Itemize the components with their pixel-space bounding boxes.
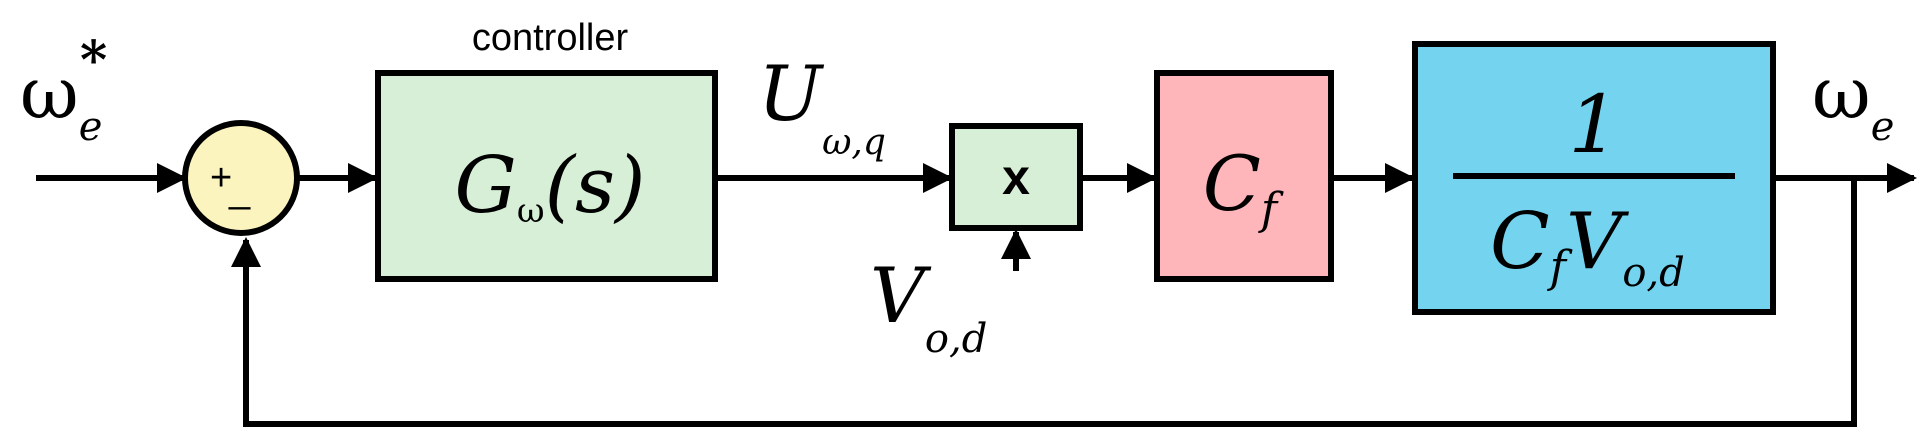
summing-junction-circle xyxy=(182,120,300,236)
voltage-input-subscript: o,d xyxy=(925,316,987,362)
controller-output-subscript: ω,q xyxy=(822,122,886,163)
controller-tf-subscript: ω xyxy=(517,191,545,231)
controller-tf-argument: (s) xyxy=(545,141,646,231)
multiplier-block: x xyxy=(949,123,1083,231)
voltage-input-base: V xyxy=(870,251,932,340)
summing-plus-sign: + xyxy=(210,157,232,199)
summing-minus-sign: _ xyxy=(228,169,251,211)
controller-block: controller Gω(s) xyxy=(375,17,718,282)
plant-block: 1 CfVo,d xyxy=(1412,41,1776,315)
output-signal-base: ω xyxy=(1812,51,1871,135)
input-signal-label: ωe xyxy=(20,51,102,150)
gain-box xyxy=(1154,70,1334,282)
plant-denominator: CfVo,d xyxy=(1490,197,1685,296)
input-signal-base: ω xyxy=(20,51,79,135)
gain-label: Cf xyxy=(1203,139,1284,235)
plant-den-c: C xyxy=(1490,197,1550,287)
controller-output-base: U xyxy=(758,49,825,138)
controller-output-label: Uω,q xyxy=(758,49,886,163)
plant-den-v-subscript: o,d xyxy=(1622,250,1684,296)
gain-block: Cf xyxy=(1154,70,1334,282)
output-signal-subscript: e xyxy=(1871,104,1895,150)
input-signal-subscript: e xyxy=(79,104,103,150)
voltage-input-label: Vo,d xyxy=(870,251,987,362)
summing-junction: + _ xyxy=(182,120,300,236)
feedback-path xyxy=(231,178,1857,427)
controller-tf-base: G xyxy=(455,141,517,231)
controller-transfer-function: Gω(s) xyxy=(455,141,646,231)
plant-numerator: 1 xyxy=(1569,78,1620,171)
multiplier-symbol: x xyxy=(1002,149,1030,205)
output-signal-label: ωe xyxy=(1812,51,1894,150)
plant-den-v: V xyxy=(1566,197,1629,287)
gain-base: C xyxy=(1203,139,1261,228)
multiplier-box xyxy=(949,123,1083,231)
signal-lines xyxy=(36,163,1917,427)
input-signal-superscript: * xyxy=(80,30,107,91)
controller-label: controller xyxy=(472,17,629,59)
controller-box xyxy=(375,70,718,282)
